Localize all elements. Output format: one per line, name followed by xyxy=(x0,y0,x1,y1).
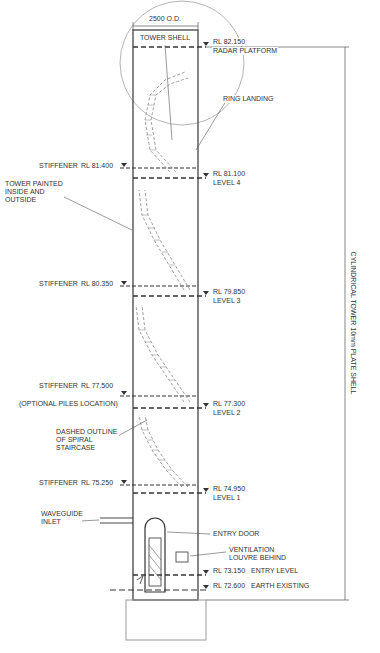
entry-step xyxy=(137,576,143,584)
note-text: TOWER PAINTED INSIDE AND OUTSIDE xyxy=(4,180,64,204)
part-label: RING LANDING xyxy=(222,95,275,103)
part-label: VENTILATION LOUVRE BEHIND xyxy=(228,546,292,562)
level-name: LEVEL 3 xyxy=(212,297,241,305)
stair-treads xyxy=(139,95,175,470)
door-panel xyxy=(149,538,161,586)
level-value: RL 79.850 xyxy=(212,288,246,296)
level-markers xyxy=(203,42,209,589)
level-value: RL 81.400 xyxy=(80,162,114,170)
level-name: ENTRY LEVEL xyxy=(250,567,299,575)
waveguide xyxy=(100,518,133,523)
stiffener-lines xyxy=(120,168,198,485)
dimension-text: 2500 O.D. xyxy=(148,15,182,23)
level-value: RL 81.100 xyxy=(212,170,246,178)
level-value: RL 73.150 xyxy=(212,567,246,575)
width-dimension xyxy=(133,22,198,30)
level-value: RL 82.150 xyxy=(212,38,246,46)
foundation xyxy=(126,600,206,640)
tower-shell xyxy=(133,30,198,600)
part-label: STIFFENER xyxy=(38,162,79,170)
floor-lines xyxy=(133,47,206,575)
level-value: RL 77.300 xyxy=(212,400,246,408)
ground-line xyxy=(110,590,206,591)
leader-lines xyxy=(62,45,226,556)
level-name: RADAR PLATFORM xyxy=(212,47,278,55)
level-name: LEVEL 2 xyxy=(212,409,241,417)
dimension-text: CYLINDRICAL TOWER 10mm PLATE SHELL xyxy=(349,251,357,396)
level-name: LEVEL 1 xyxy=(212,494,241,502)
level-value: RL 75.250 xyxy=(80,479,114,487)
part-label: WAVEGUIDE INLET xyxy=(40,510,82,526)
entry-door xyxy=(145,518,165,592)
radar-dome xyxy=(120,1,244,125)
part-label: STIFFENER xyxy=(38,280,79,288)
ventilation-louvre xyxy=(176,552,188,562)
level-value: RL 74.950 xyxy=(212,485,246,493)
door-hatch xyxy=(149,545,161,580)
level-value: RL 77.500 xyxy=(80,382,114,390)
note-text: (OPTIONAL PILES LOCATION) xyxy=(18,400,119,408)
part-label: ENTRY DOOR xyxy=(212,530,260,538)
part-label: DASHED OUTLINE OF SPIRAL STAIRCASE xyxy=(55,428,119,452)
part-label: STIFFENER xyxy=(38,382,79,390)
part-label: STIFFENER xyxy=(38,479,79,487)
level-name: EARTH EXISTING xyxy=(250,582,310,590)
height-dimension xyxy=(206,47,349,600)
level-value: RL 80.350 xyxy=(80,280,114,288)
spiral-staircase xyxy=(136,72,190,487)
part-label: TOWER SHELL xyxy=(139,34,191,42)
stiffener-markers xyxy=(121,163,127,484)
level-name: LEVEL 4 xyxy=(212,179,241,187)
level-value: RL 72.600 xyxy=(212,582,246,590)
